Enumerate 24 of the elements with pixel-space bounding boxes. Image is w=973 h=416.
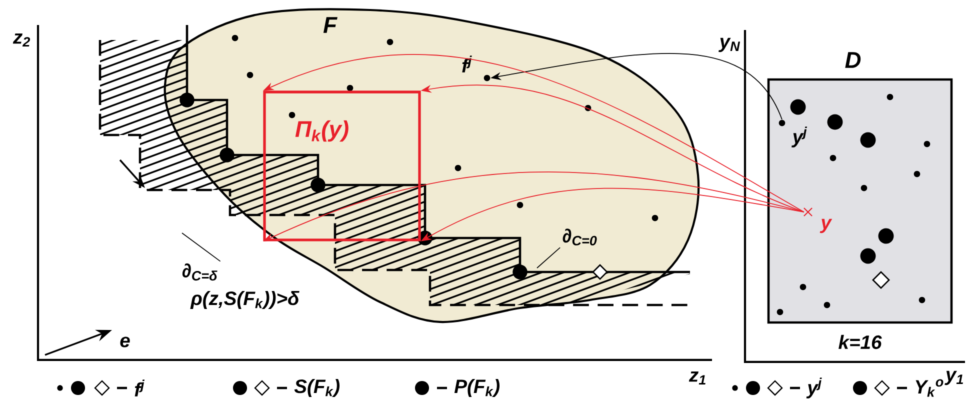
point-label: y [820,218,832,234]
point-label: k=16 [838,334,882,350]
axis-label: z$_{1}$ [688,371,706,385]
legend-text: P(F$_{k}$) [454,378,500,397]
legend-text: Y$_{k}$o [916,379,944,397]
point [484,74,490,82]
point-label: f$^{j}$ [462,56,472,72]
leader-line [182,232,221,262]
leader-line [536,247,561,268]
axis-label: y$_{N}$ [718,38,740,52]
axis-label: y$_{1}$ [944,370,963,386]
legend-text: y$^{j}$ [806,378,822,398]
legend-text: f$^{j}$ [134,380,145,396]
boundary-label: ∂$_{C=δ}$ [182,263,218,281]
formula-label: ρ(z,S(F$_{k}$))>δ [190,290,300,309]
point-label: y$^{j}$ [792,126,808,148]
node-label: D [845,52,861,68]
vector-label: e [120,336,130,348]
boundary-label: ∂$_{C=0}$ [562,228,597,246]
axis-label: z$_{2}$ [12,33,30,47]
cross-mark [803,207,813,217]
point [778,120,786,126]
legend-text: S(F$_{k}$) [294,378,340,397]
projection-rectangle: Π$_{k}$(y) [263,90,421,242]
